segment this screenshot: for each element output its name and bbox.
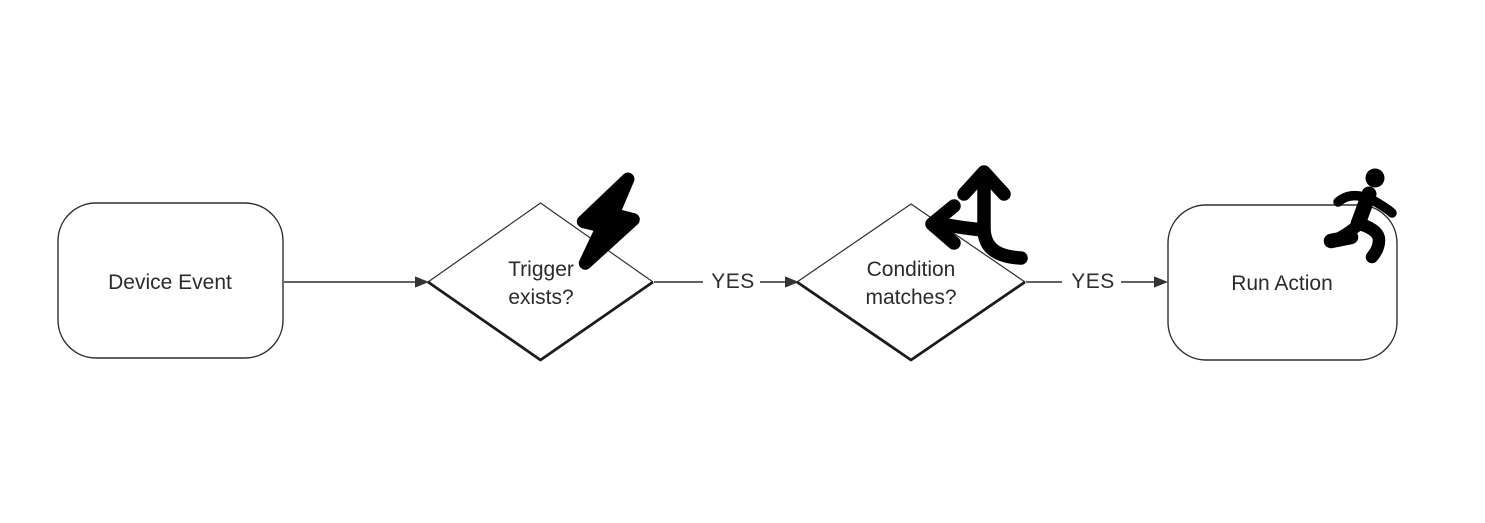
- node-trigger-exists-shape: [427, 202, 654, 362]
- connector-device-to-trigger: [284, 276, 429, 288]
- node-device-event-shape: [57, 202, 284, 359]
- runner-icon: [1323, 168, 1397, 264]
- node-device-event-label: Device Event: [108, 271, 232, 294]
- node-condition-matches-label: Condition matches?: [865, 258, 957, 309]
- node-trigger-exists-label: Trigger exists?: [508, 258, 574, 309]
- arrowhead: [415, 276, 429, 288]
- edge-label-yes-2: YES: [1071, 270, 1115, 293]
- arrowhead: [785, 276, 799, 288]
- node-run-action-label: Run Action: [1231, 272, 1333, 295]
- connector-trigger-to-condition: [654, 276, 799, 288]
- connector-condition-to-run: [1026, 276, 1168, 288]
- arrowhead: [1154, 276, 1168, 288]
- split-arrows-icon: [925, 165, 1028, 265]
- lightning-icon: [576, 172, 640, 270]
- edge-label-yes-1: YES: [711, 270, 755, 293]
- node-condition-matches-shape: [796, 203, 1026, 362]
